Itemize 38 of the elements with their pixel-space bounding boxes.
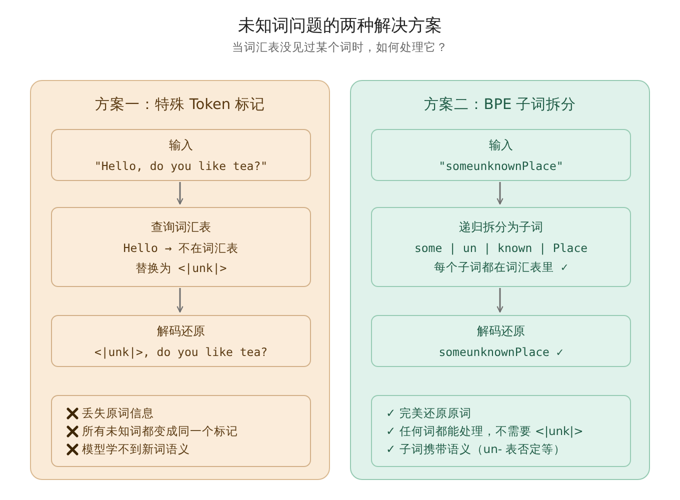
subtitle: 当词汇表没见过某个词时，如何处理它？ (231, 40, 449, 55)
step-text: someunknownPlace ✓ (438, 345, 564, 359)
process-box (371, 207, 631, 287)
process-box (51, 129, 311, 181)
step-heading: 递归拆分为子词 (459, 219, 543, 236)
step-text: 替换为 <|unk|> (135, 260, 227, 276)
summary-box (371, 395, 631, 467)
list-item: 所有未知词都变成同一个标记 (82, 424, 238, 438)
step-text: some | un | known | Place (414, 241, 588, 255)
step-text: "someunknownPlace" (438, 159, 564, 173)
step-heading: 输入 (169, 137, 193, 154)
panel-heading: 方案二：BPE 子词拆分 (422, 96, 578, 114)
summary-box (51, 395, 311, 467)
step-text: "Hello, do you like tea?" (94, 159, 268, 173)
process-box (371, 129, 631, 181)
process-box (51, 315, 311, 367)
arrow (496, 182, 504, 205)
process-box (51, 207, 311, 287)
process-box (371, 315, 631, 367)
arrow (496, 288, 504, 313)
diagram-title: 未知词问题的两种解决方案 (237, 15, 443, 37)
list-item: ✓ 任何词都能处理，不需要 <|unk|> (386, 424, 584, 438)
step-heading: 解码还原 (157, 323, 205, 340)
arrow (176, 182, 184, 205)
panel (30, 80, 330, 480)
list-item: ✓ 完美还原原词 (386, 406, 472, 420)
panel-heading: 方案一：特殊 Token 标记 (94, 96, 266, 114)
list-item: ✓ 子词携带语义（un- 表否定等） (386, 442, 566, 456)
panel (350, 80, 650, 480)
list-item: 模型学不到新词语义 (82, 442, 190, 456)
step-text: 每个子词都在词汇表里 ✓ (434, 260, 568, 275)
arrow (176, 288, 184, 313)
list-item: 丢失原词信息 (82, 406, 154, 420)
step-heading: 查询词汇表 (151, 218, 211, 236)
step-text: Hello → 不在词汇表 (123, 240, 239, 256)
step-heading: 解码还原 (477, 323, 525, 340)
step-heading: 输入 (489, 137, 513, 154)
step-text: <|unk|>, do you like tea? (94, 345, 268, 359)
